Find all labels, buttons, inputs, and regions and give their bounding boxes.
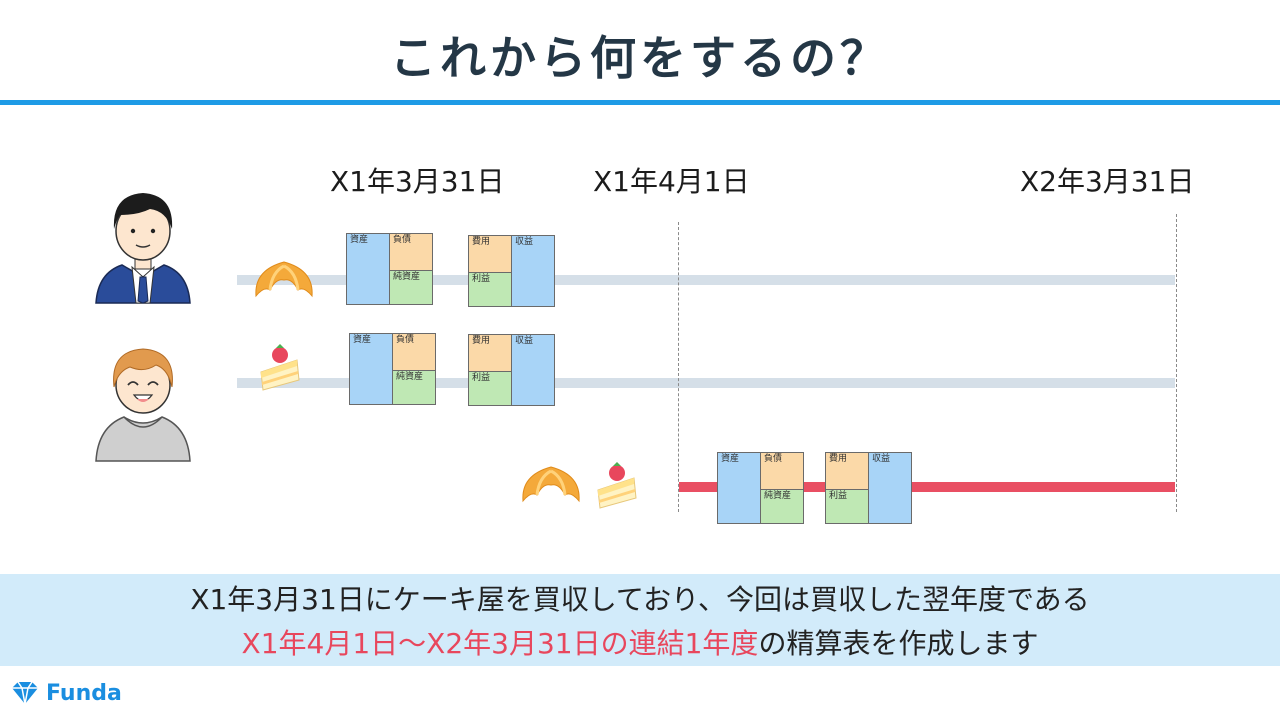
- hoodie-person-icon: [94, 345, 192, 467]
- consolidated-timeline: [679, 482, 1175, 492]
- pl-expense-cell: 費用: [468, 334, 512, 372]
- parent-timeline: [237, 275, 1175, 285]
- subsidiary-income-statement: 費用 利益 収益: [468, 334, 555, 406]
- subsidiary-balance-sheet: 資産 負債 純資産: [349, 333, 436, 405]
- consolidated-income-statement: 費用 利益 収益: [825, 452, 912, 524]
- bs-equity-cell: 純資産: [392, 370, 436, 405]
- consolidated-balance-sheet: 資産 負債 純資産: [717, 452, 804, 524]
- pl-profit-cell: 利益: [468, 371, 512, 406]
- date-label-x1-0401: X1年4月1日: [593, 165, 750, 198]
- parent-income-statement: 費用 利益 収益: [468, 235, 555, 307]
- pl-revenue-cell: 収益: [511, 334, 555, 406]
- pl-revenue-cell: 収益: [868, 452, 912, 524]
- funda-logo: Funda: [10, 680, 122, 706]
- businessman-icon: [94, 185, 192, 309]
- title-underline: [0, 100, 1280, 105]
- date-label-x2-0331: X2年3月31日: [1020, 165, 1195, 198]
- explanation-band: [0, 574, 1280, 666]
- period-start-marker: [678, 222, 679, 512]
- period-end-marker: [1176, 214, 1177, 512]
- explanation-line-2: X1年4月1日〜X2年3月31日の連結1年度の精算表を作成します: [0, 622, 1280, 662]
- bs-asset-cell: 資産: [349, 333, 393, 405]
- croissant-icon: [252, 256, 316, 306]
- subsidiary-timeline: [237, 378, 1175, 388]
- date-label-x1-0331: X1年3月31日: [330, 165, 505, 198]
- pl-expense-cell: 費用: [825, 452, 869, 490]
- cake-slice-icon: [594, 458, 640, 516]
- explanation-line-1: X1年3月31日にケーキ屋を買収しており、今回は買収した翌年度である: [190, 583, 1090, 616]
- bs-asset-cell: 資産: [346, 233, 390, 305]
- parent-balance-sheet: 資産 負債 純資産: [346, 233, 433, 305]
- pl-profit-cell: 利益: [825, 489, 869, 524]
- bs-liability-cell: 負債: [760, 452, 804, 490]
- pl-expense-cell: 費用: [468, 235, 512, 273]
- diamond-logo-icon: [12, 681, 38, 705]
- bs-asset-cell: 資産: [717, 452, 761, 524]
- bs-equity-cell: 純資産: [760, 489, 804, 524]
- page-title: これから何をするの？: [390, 31, 890, 85]
- bs-equity-cell: 純資産: [389, 270, 433, 305]
- bs-liability-cell: 負債: [389, 233, 433, 271]
- pl-profit-cell: 利益: [468, 272, 512, 307]
- bs-liability-cell: 負債: [392, 333, 436, 371]
- explanation-highlight: X1年4月1日〜X2年3月31日の連結1年度: [241, 627, 759, 660]
- croissant-icon: [519, 460, 583, 512]
- pl-revenue-cell: 収益: [511, 235, 555, 307]
- cake-slice-icon: [257, 342, 303, 396]
- logo-text: Funda: [46, 680, 122, 706]
- explanation-rest: の精算表を作成します: [758, 627, 1039, 660]
